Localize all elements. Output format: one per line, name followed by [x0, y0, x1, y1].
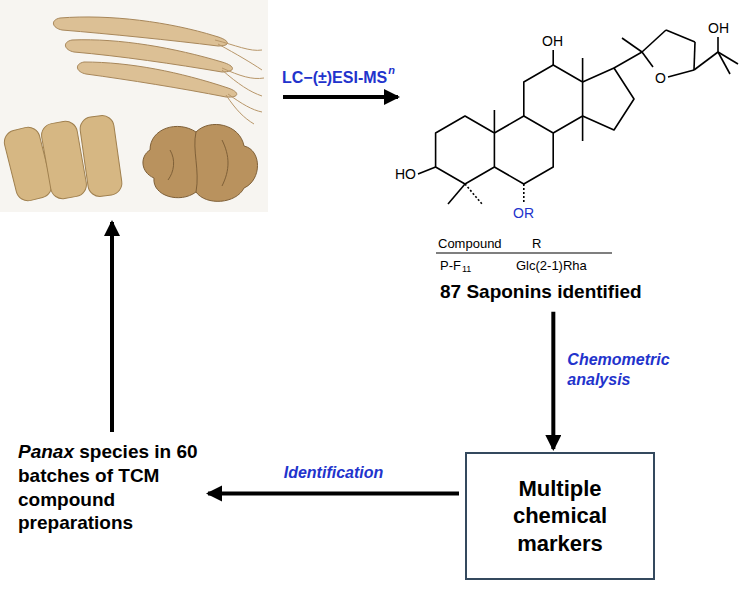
result-text: 87 Saponins identified: [440, 280, 642, 304]
ginseng-photo: [0, 0, 268, 212]
node-text: Panax: [18, 441, 74, 462]
flow-arrow: [110, 222, 114, 432]
structure-label: HO: [395, 167, 416, 181]
table-cell: P-F: [440, 259, 461, 272]
table-cell: Glc(2-1)Rha: [516, 259, 587, 272]
process-box: Multiple chemical markers: [465, 452, 655, 580]
structure-label: OR: [513, 206, 534, 220]
table-rule: [436, 252, 612, 253]
node-text: 87 Saponins identified: [440, 281, 642, 302]
flow-arrow: [551, 312, 555, 449]
text-holder: Multiple chemical markers: [485, 475, 635, 558]
table-cell: R: [532, 237, 541, 250]
node-text: Multiple chemical markers: [485, 475, 635, 558]
edge-label: Identification: [284, 463, 384, 484]
method-label: n: [388, 65, 395, 76]
chemical-structure: [418, 30, 738, 204]
edge-label: Chemometric analysis: [567, 350, 687, 392]
structure-label: O: [655, 71, 666, 85]
result-text: Panaxspecies in 60 batches of TCM compou…: [18, 440, 200, 535]
structure-label: OH: [542, 34, 563, 48]
flow-arrow: [208, 492, 459, 496]
method-label: LC−(±)ESI-MS: [282, 70, 387, 86]
structure-label: OH: [708, 21, 729, 35]
flow-arrow: [283, 95, 398, 99]
table-cell: Compound: [438, 237, 502, 250]
table-cell: 11: [462, 265, 471, 274]
